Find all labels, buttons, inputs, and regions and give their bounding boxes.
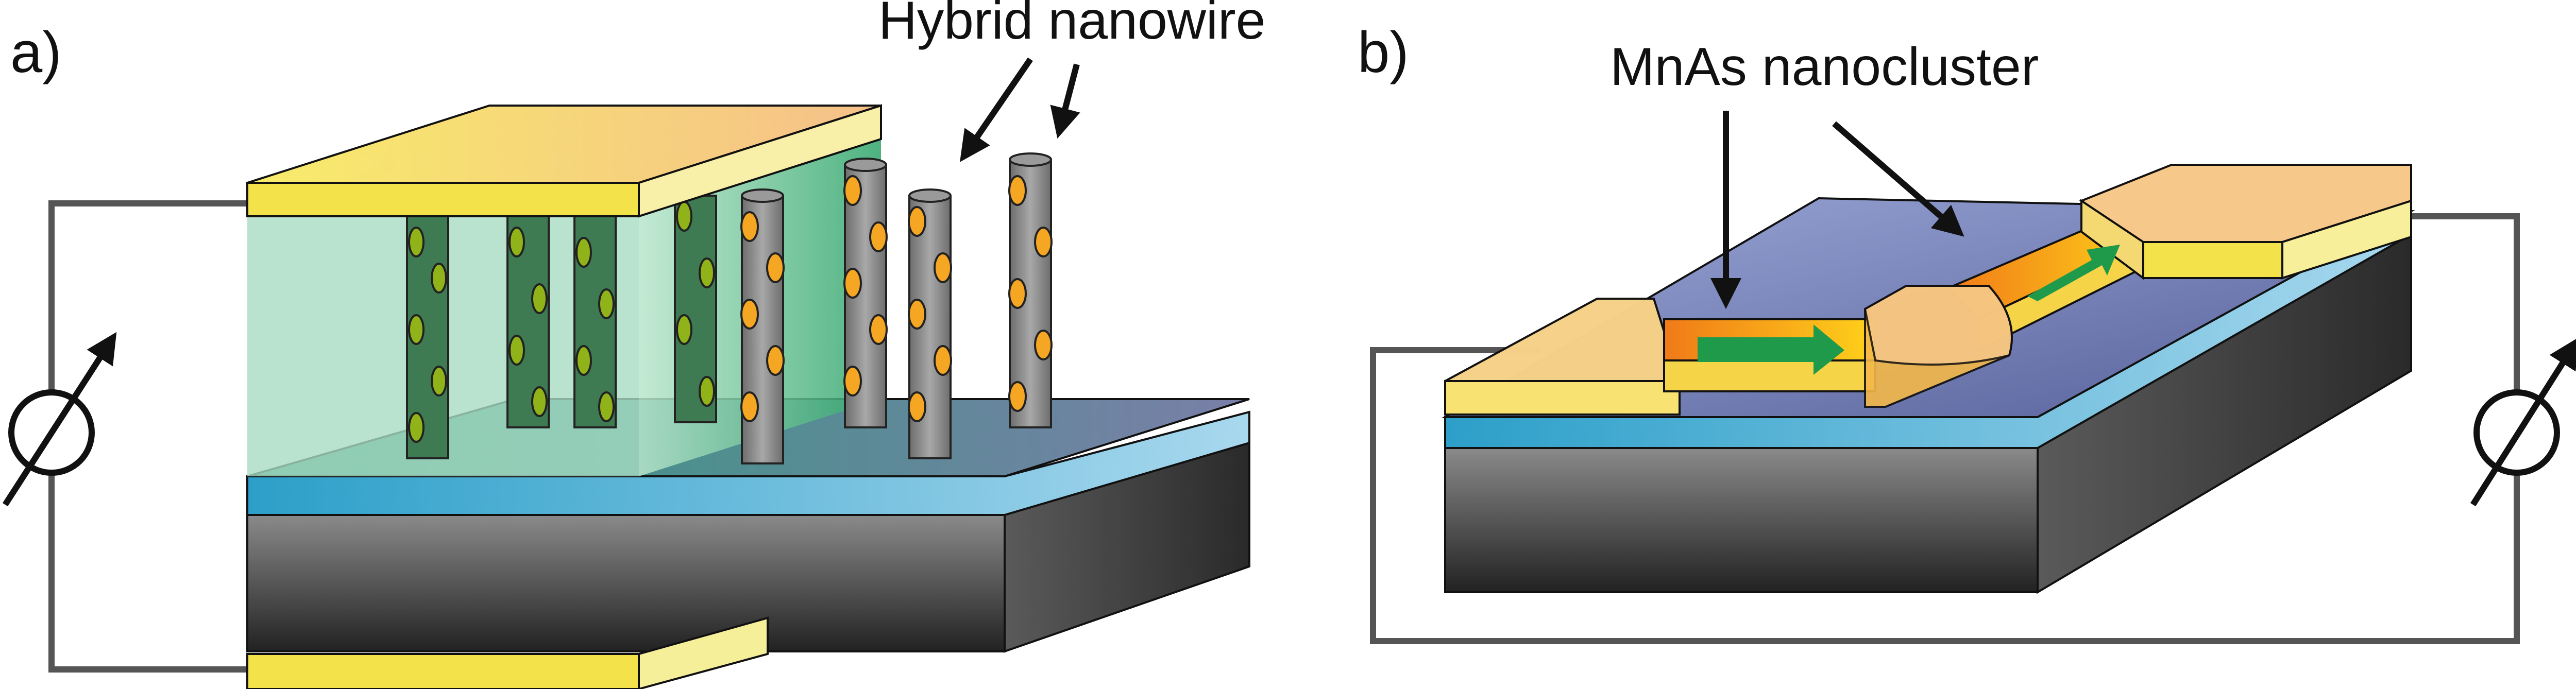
mnas-nanocluster-label: MnAs nanocluster <box>1610 37 2039 97</box>
nanowire-3 <box>908 188 952 459</box>
ammeter-symbol-icon <box>2470 337 2576 507</box>
pointer-arrow-4 <box>1832 121 1964 237</box>
panel-b-letter: b) <box>1358 20 1409 84</box>
panel-a-letter: a) <box>10 20 62 84</box>
left-contact-pad <box>1444 298 1681 416</box>
nanowire-4 <box>1008 152 1053 428</box>
nanowire-2 <box>843 158 888 428</box>
pointer-arrow-1 <box>960 57 1033 162</box>
hybrid-nanowires <box>740 152 1053 464</box>
substrate-a <box>246 398 1250 653</box>
panel-b: b) <box>1358 20 2576 644</box>
nanowire-1 <box>740 188 785 464</box>
pointer-arrow-2 <box>1050 63 1080 139</box>
current-arrow-icon <box>1698 245 2120 375</box>
embedded-nanowires <box>406 195 717 459</box>
right-contact-pad <box>2079 164 2412 280</box>
panel-a: a) <box>2 0 1265 689</box>
circuit-b <box>1370 213 2520 644</box>
ammeter-symbol-icon <box>2 332 117 507</box>
mnas-nanocluster <box>1863 285 2013 408</box>
top-contact <box>246 104 882 218</box>
bottom-contact <box>246 616 769 689</box>
hybrid-nanowire-label: Hybrid nanowire <box>878 0 1265 50</box>
